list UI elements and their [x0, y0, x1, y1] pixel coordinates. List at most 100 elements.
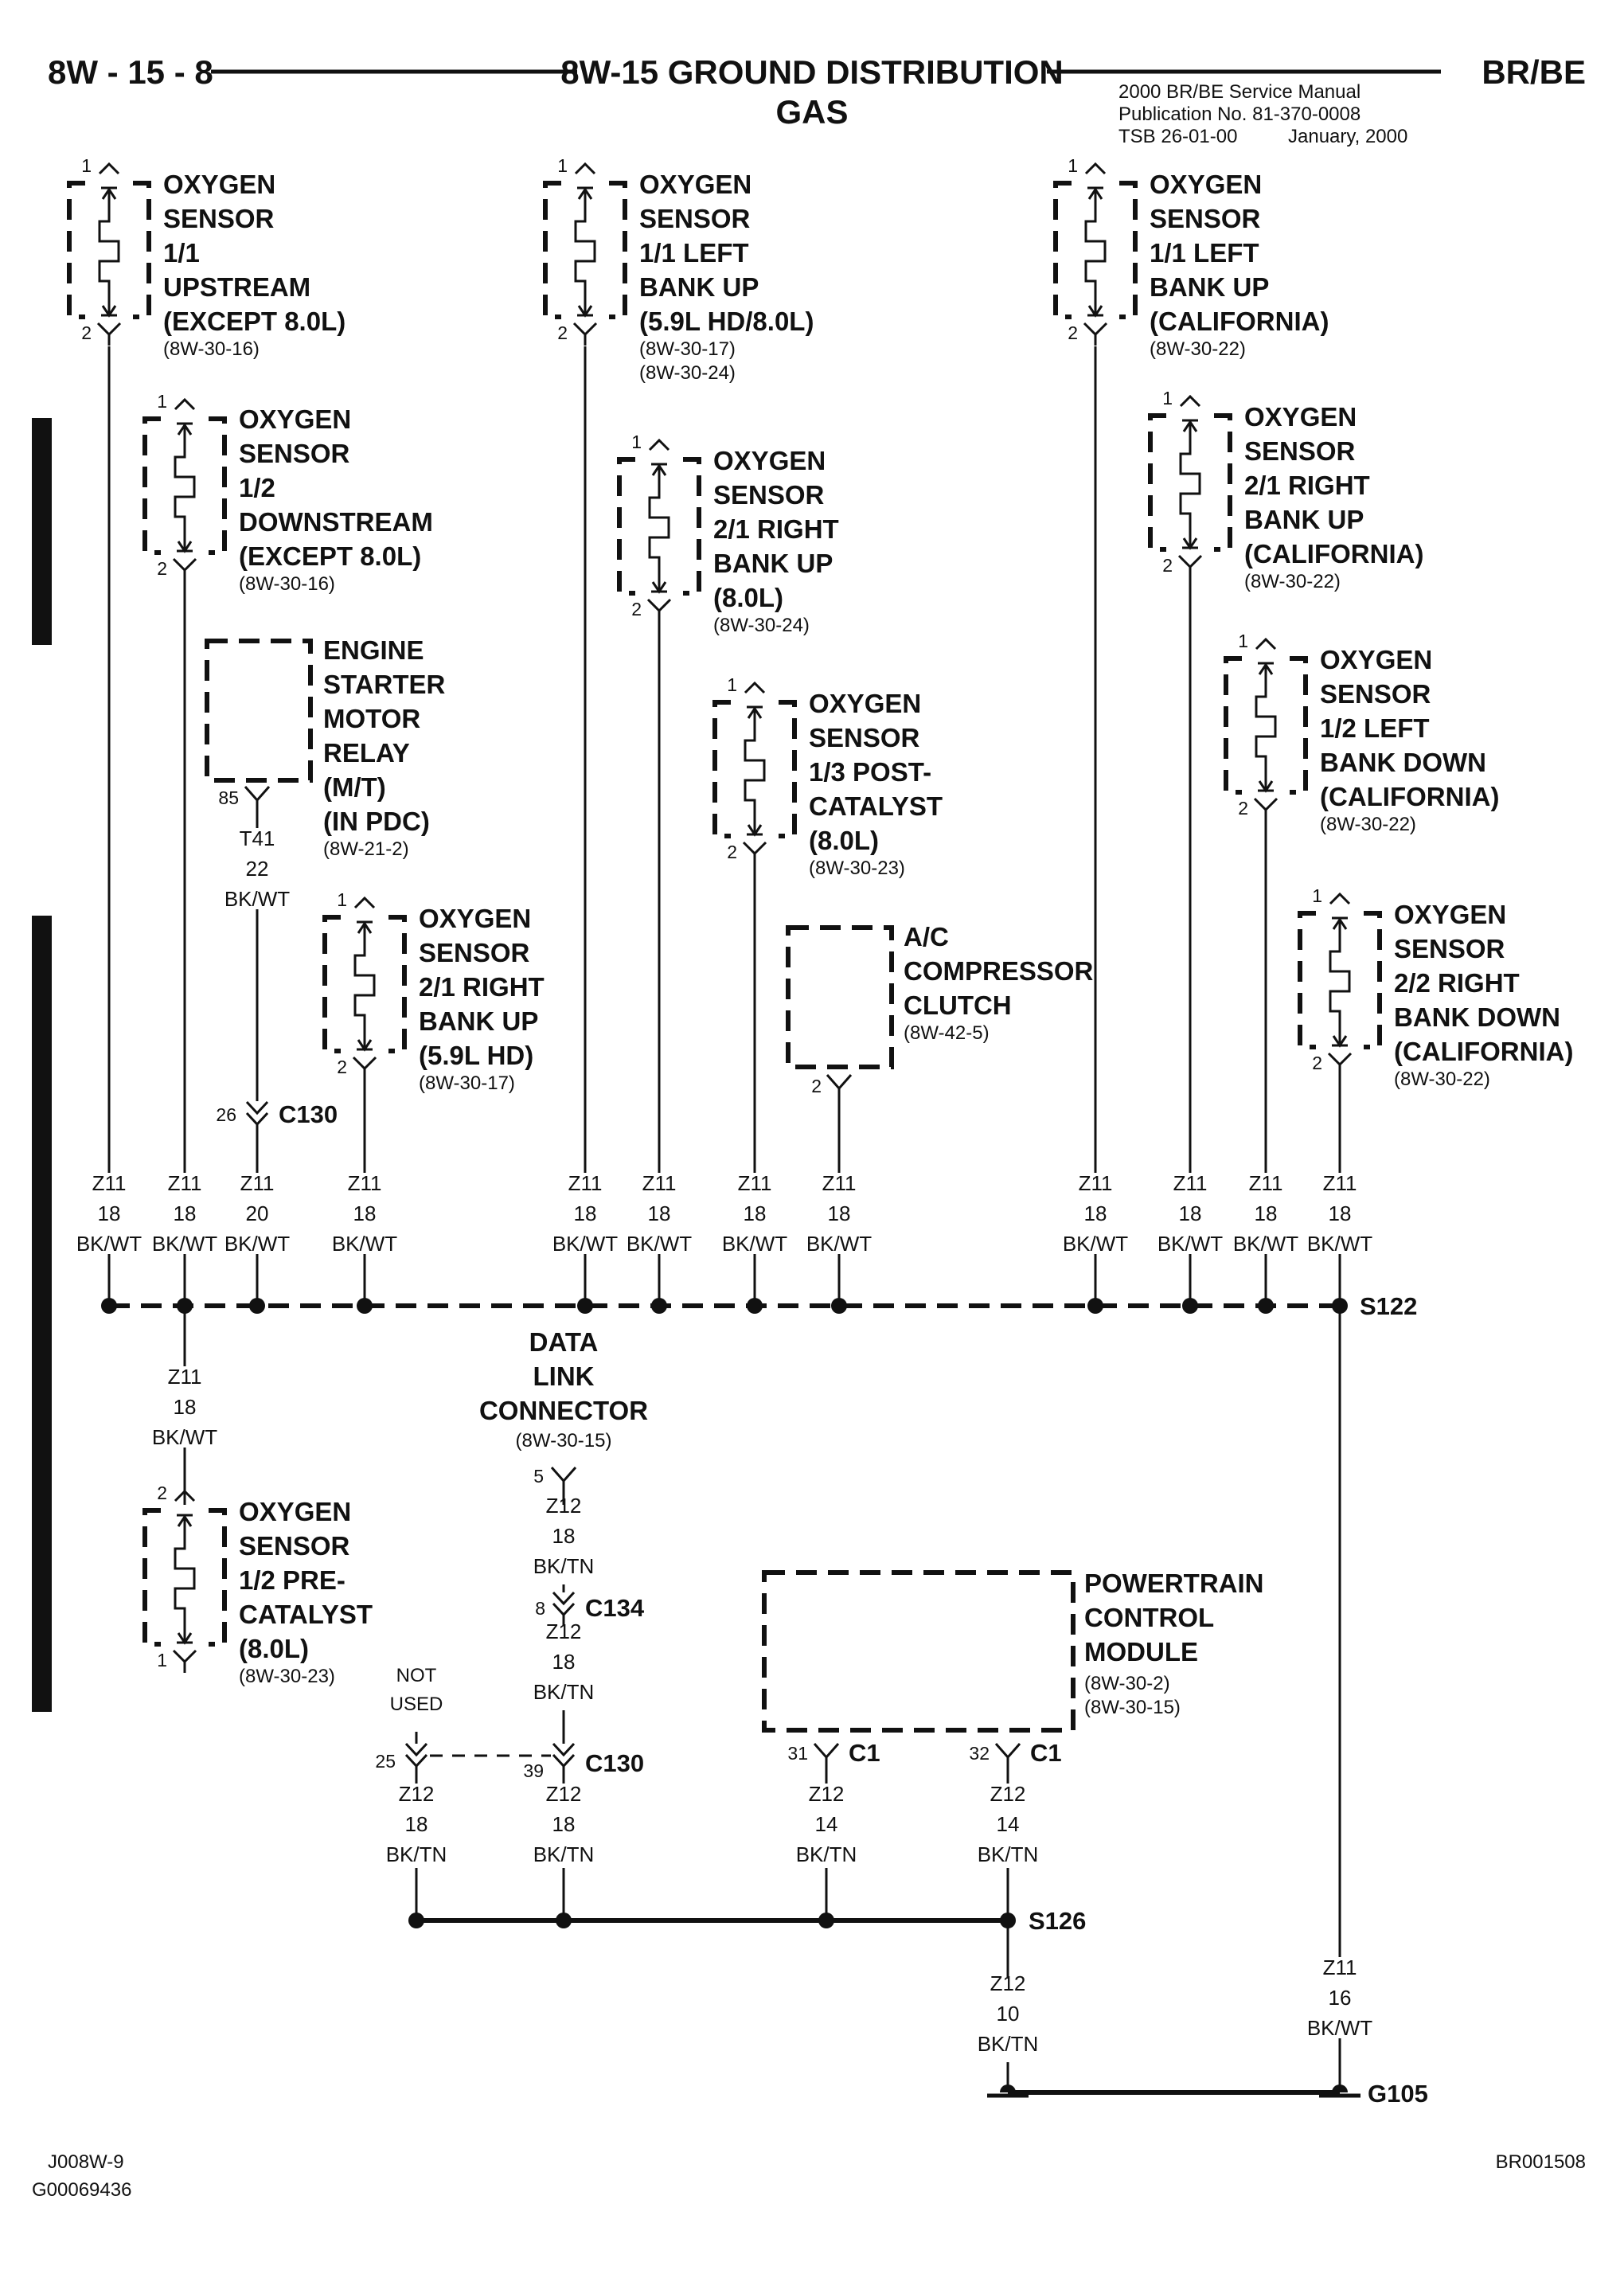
relay-label-line: MOTOR [323, 704, 420, 733]
wire-label-o2-12-down: Z11 [168, 1171, 202, 1195]
component-ref: (8W-30-22) [1244, 571, 1341, 592]
component-label-line: (8.0L) [239, 1634, 309, 1663]
component-label-line: OXYGEN [1150, 170, 1262, 199]
component-label-line: (8.0L) [809, 826, 879, 855]
pin-bottom-number: 2 [1162, 555, 1173, 576]
terminal-top-icon [357, 920, 373, 934]
wire-label-bg [549, 1173, 621, 1254]
sensor-bracket [712, 700, 797, 838]
component-label-line: SENSOR [713, 480, 825, 510]
component-label-line: OXYGEN [419, 904, 531, 933]
sensor-bracket [1298, 911, 1382, 1049]
terminal-bottom-icon [1258, 780, 1274, 793]
wire-label-c130-39: BK/TN [533, 1842, 595, 1866]
page-subtitle: GAS [775, 93, 848, 131]
component-ref: (8W-30-17) [639, 338, 736, 360]
dlc-label-line: LINK [533, 1362, 595, 1391]
splice-s126: S126 [1029, 1907, 1086, 1935]
component-label-line: SENSOR [419, 938, 530, 967]
component-label-line: 1/1 LEFT [639, 238, 749, 268]
wire-label-bg [1154, 1173, 1226, 1254]
terminal-top-icon [177, 1514, 193, 1527]
terminal-top-icon [1182, 419, 1198, 432]
wire-label-relay-85: 22 [246, 857, 269, 881]
ac-label-line: A/C [904, 922, 949, 951]
wire-label-bg [972, 1784, 1044, 1865]
manual-line-2: Publication No. 81-370-0008 [1118, 104, 1360, 125]
wire-label-o2-21-right-ca: 18 [1179, 1201, 1202, 1225]
component-label-line: OXYGEN [163, 170, 275, 199]
s126-dot-3 [818, 1913, 834, 1928]
component-ref: (8W-30-22) [1150, 338, 1246, 360]
component-label-line: 2/1 RIGHT [1244, 471, 1370, 500]
wire-label-o2-13-post: Z11 [738, 1171, 772, 1195]
terminal-bottom-icon [651, 581, 667, 594]
pcm-c1-label-b: C1 [1030, 1739, 1062, 1767]
heater-element-icon [174, 425, 196, 549]
heater-element-icon [353, 924, 376, 1047]
terminal-bottom-icon [101, 305, 117, 318]
component-label-line: 1/2 [239, 473, 275, 502]
wire-label-o2-11-left: Z11 [568, 1171, 603, 1195]
wire-labels: Z1118BK/WTZ1118BK/WTZ1120BK/WTZ1118BK/WT… [76, 826, 1372, 2056]
sensor-bracket [142, 416, 227, 555]
component-label-line: SENSOR [1320, 679, 1431, 709]
pin-bottom-number: 2 [157, 558, 167, 579]
pin-bottom-chevron-icon [572, 322, 598, 346]
component-label-line: (CALIFORNIA) [1244, 539, 1423, 568]
component-ref: (8W-30-22) [1320, 814, 1416, 835]
pin-top-chevron-icon [1255, 637, 1277, 651]
wire-label-o2-21-right-59: BK/WT [332, 1232, 397, 1256]
model-code: BR/BE [1482, 53, 1586, 91]
pin-bottom-chevron-icon [1327, 1052, 1353, 1076]
sensor-bracket [67, 181, 151, 319]
pin-bottom-number: 2 [1312, 1053, 1322, 1073]
wire-label-bg [719, 1173, 791, 1254]
component-label-line: UPSTREAM [163, 272, 310, 302]
wire-label-o2-11-up: 18 [98, 1201, 121, 1225]
sensor-bracket [322, 915, 407, 1053]
pin-top-number: 1 [727, 674, 737, 695]
c130-label-upper: C130 [279, 1100, 338, 1128]
wire-label-bg [149, 1366, 221, 1448]
wire-label-o2-12-down: BK/WT [152, 1232, 217, 1256]
connector-c130-upper: 26 C130 [216, 1100, 338, 1128]
wire-label-ac-clutch: Z11 [822, 1171, 857, 1195]
heater-element-icon [574, 189, 596, 313]
component-label-line: (5.9L HD/8.0L) [639, 307, 814, 336]
wire-label-bg [221, 1173, 293, 1254]
s122-splice-dot [831, 1298, 847, 1314]
component-label-line: (CALIFORNIA) [1150, 307, 1329, 336]
terminal-bottom-icon [177, 541, 193, 553]
heater-element-icon [744, 709, 766, 832]
relay-ref: (8W-21-2) [323, 838, 409, 860]
component-label-line: SENSOR [1244, 436, 1356, 466]
terminal-top-icon [101, 186, 117, 200]
wire-label-o2-21-right-59: Z11 [348, 1171, 382, 1195]
wire-label-ac-clutch: 18 [828, 1201, 851, 1225]
ground-dot-right [1332, 2084, 1348, 2092]
pcm-ref: (8W-30-15) [1084, 1697, 1181, 1718]
pin-top-chevron-icon [1179, 394, 1201, 408]
component-label-line: SENSOR [163, 204, 275, 233]
heater-element-icon [174, 1517, 196, 1640]
wire-label-o2-22-right-ca: BK/WT [1307, 1232, 1372, 1256]
manual-line-1: 2000 BR/BE Service Manual [1118, 81, 1360, 103]
terminal-bottom-icon [357, 1039, 373, 1052]
heater-element-icon [1179, 422, 1201, 545]
component-label-line: BANK UP [1150, 272, 1269, 302]
component-label-line: CATALYST [809, 791, 943, 821]
c130-connector-symbol-a [404, 1742, 428, 1768]
terminal-top-icon [177, 422, 193, 436]
relay-label-line: ENGINE [323, 635, 424, 665]
s122-splice-dot [101, 1298, 117, 1314]
wire-label-bg [329, 1173, 400, 1254]
component-label-line: SENSOR [239, 1531, 350, 1561]
component-ref: (8W-30-24) [639, 362, 736, 384]
wire-label-pcm-32: BK/TN [978, 1842, 1039, 1866]
